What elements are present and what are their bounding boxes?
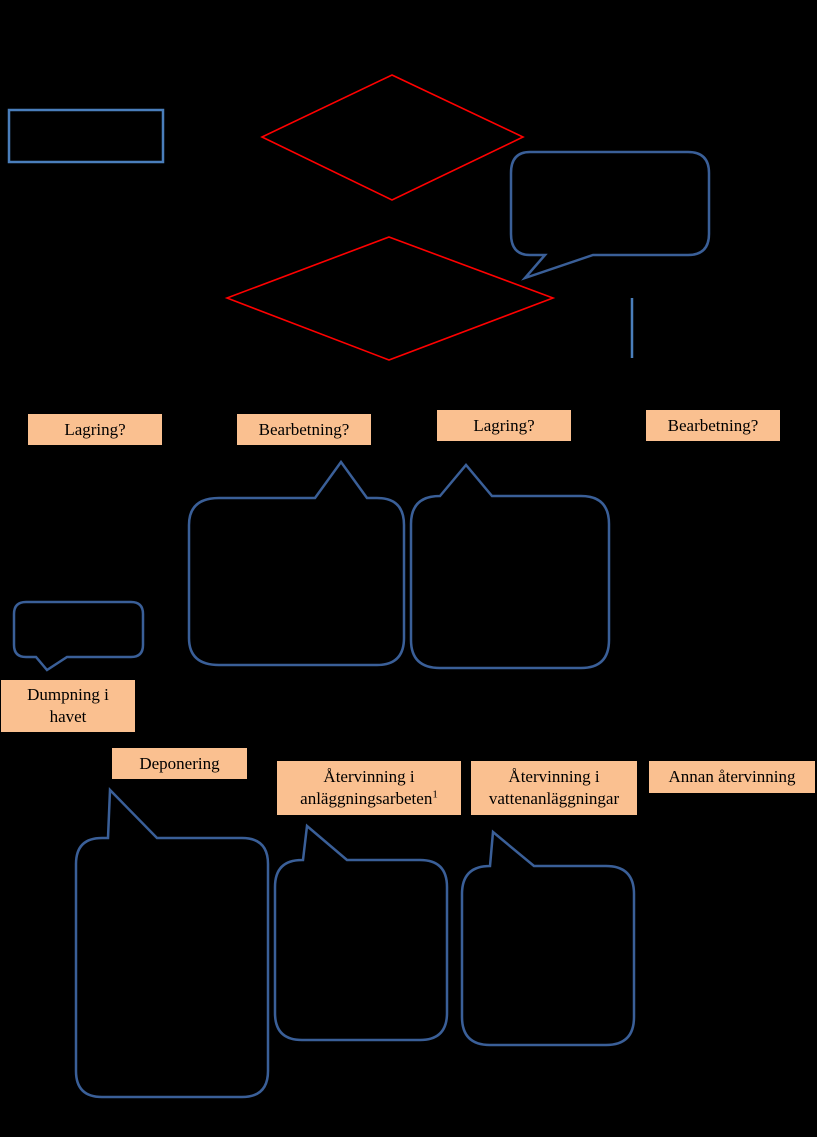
box-atervinning-anl-line2: anläggningsarbeten [300, 789, 433, 808]
callout-bottom-right [460, 829, 636, 1047]
box-atervinning-anlaggningsarbeten: Återvinning i anläggningsarbeten1 [277, 761, 461, 815]
callout-middle-left [187, 459, 406, 667]
decision-diamond-bottom [224, 236, 556, 361]
footnote-marker: 1 [432, 788, 438, 801]
box-atervinning-vatten-line1: Återvinning i [508, 767, 600, 786]
callout-top-right [509, 150, 711, 281]
box-lagring-1: Lagring? [28, 414, 162, 445]
box-lagring-2: Lagring? [437, 410, 571, 441]
box-atervinning-anl-line2-wrap: anläggningsarbeten1 [300, 788, 438, 810]
box-bearbetning-1-label: Bearbetning? [258, 419, 350, 439]
box-bearbetning-2: Bearbetning? [646, 410, 780, 441]
empty-rectangle [7, 108, 165, 164]
box-atervinning-vattenanlaggningar: Återvinning i vattenanläggningar [471, 761, 637, 815]
box-bearbetning-2-label: Bearbetning? [667, 415, 759, 435]
callout-middle-right [409, 463, 611, 670]
box-dumpning-line2: havet [49, 707, 87, 726]
box-deponering: Deponering [112, 748, 247, 779]
box-annan-atervinning-label: Annan återvinning [668, 767, 796, 786]
box-atervinning-anl-line1: Återvinning i [323, 767, 415, 786]
box-annan-atervinning: Annan återvinning [649, 761, 815, 793]
callout-bottom-middle [273, 823, 449, 1042]
box-dumpning-i-havet: Dumpning i havet [1, 680, 135, 732]
callout-bottom-tall [74, 787, 270, 1099]
box-bearbetning-1: Bearbetning? [237, 414, 371, 445]
box-deponering-label: Deponering [139, 753, 220, 773]
callout-small-left [12, 600, 145, 672]
box-lagring-2-label: Lagring? [473, 415, 535, 435]
box-lagring-1-label: Lagring? [64, 419, 126, 439]
decision-diamond-top [260, 74, 525, 201]
box-dumpning-line1: Dumpning i [27, 685, 109, 704]
box-atervinning-vatten-line2: vattenanläggningar [488, 789, 620, 808]
